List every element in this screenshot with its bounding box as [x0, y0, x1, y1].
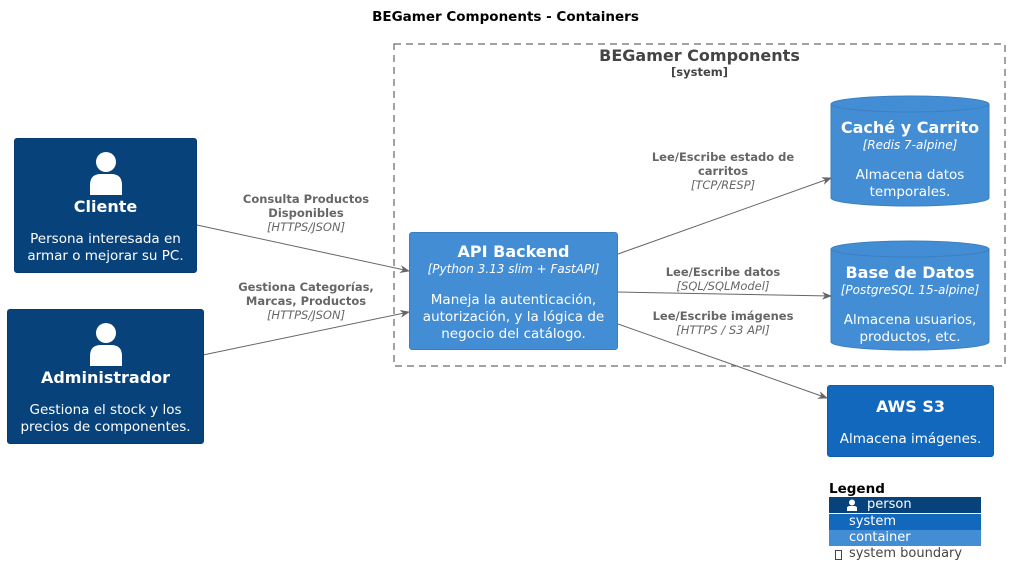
container-tech: [Python 3.13 slim + FastAPI] — [427, 262, 600, 276]
relation-arrow-api-s3 — [617, 323, 828, 399]
database-name: Caché y Carrito — [840, 118, 980, 137]
legend-item-system-boundary: system boundary — [829, 546, 981, 562]
container-name: API Backend — [457, 242, 570, 261]
legend-label: container — [849, 530, 911, 545]
relation-label-api-db: Lee/Escribe datos [SQL/SQLModel] — [633, 265, 813, 293]
database-tech: [PostgreSQL 15-alpine] — [840, 283, 980, 297]
database-cache[interactable]: Caché y Carrito [Redis 7-alpine] Almacen… — [831, 118, 989, 201]
person-desc-line: Gestiona el stock y los — [29, 402, 182, 418]
relation-label-line: Disponibles — [268, 206, 344, 220]
person-icon — [847, 499, 857, 511]
database-cache-shape — [830, 95, 990, 207]
person-desc-line: armar o mejorar su PC. — [27, 248, 184, 264]
container-desc-line: Maneja la autenticación, — [430, 292, 597, 308]
legend-item-system: system — [829, 514, 981, 530]
relation-label-line: Marcas, Productos — [245, 294, 367, 308]
legend-label: system — [849, 514, 896, 529]
legend-label: system boundary — [849, 546, 963, 561]
relation-arrow-cliente-api — [196, 224, 410, 274]
database-postgres[interactable]: Base de Datos [PostgreSQL 15-alpine] Alm… — [831, 263, 989, 346]
person-icon — [90, 152, 122, 195]
relation-tech: [HTTPS / S3 API] — [676, 323, 770, 337]
relation-tech: [HTTPS/JSON] — [266, 308, 346, 322]
relation-tech: [SQL/SQLModel] — [676, 279, 770, 293]
relation-label-api-s3: Lee/Escribe imágenes [HTTPS / S3 API] — [633, 309, 813, 337]
container-desc-line: negocio del catálogo. — [441, 326, 586, 342]
relation-tech: [TCP/RESP] — [690, 178, 756, 192]
legend-item-person: person — [829, 497, 981, 513]
relation-label-line: Lee/Escribe estado de — [651, 150, 795, 164]
relation-label-cliente-api: Consulta Productos Disponibles [HTTPS/JS… — [226, 192, 386, 234]
person-icon — [90, 323, 122, 366]
boundary-type: [system] — [671, 65, 728, 79]
relation-label-line: Gestiona Categorías, — [238, 280, 374, 294]
system-aws-s3[interactable]: AWS S3 Almacena imágenes. — [827, 385, 994, 457]
person-name: Administrador — [40, 368, 171, 387]
database-desc-line: Almacena usuarios, — [843, 312, 977, 328]
boundary-glyph-icon — [835, 550, 842, 560]
relation-label-line: Lee/Escribe imágenes — [652, 309, 794, 323]
person-desc-line: Persona interesada en — [30, 231, 181, 247]
relation-arrow-api-db — [617, 291, 832, 300]
person-cliente[interactable]: Cliente Persona interesada en armar o me… — [14, 138, 197, 273]
boundary-title: BEGamer Components — [599, 46, 800, 65]
container-desc-line: autorización, y la lógica de — [422, 309, 605, 325]
relation-label-line: carritos — [697, 164, 749, 178]
relation-label-api-cache: Lee/Escribe estado de carritos [TCP/RESP… — [633, 150, 813, 192]
container-api-backend[interactable]: API Backend [Python 3.13 slim + FastAPI]… — [409, 232, 618, 350]
legend-title: Legend — [829, 481, 885, 497]
database-desc-line: Almacena datos — [855, 167, 965, 183]
relation-label-line: Consulta Productos — [242, 192, 370, 206]
relation-label-admin-api: Gestiona Categorías, Marcas, Productos [… — [226, 280, 386, 322]
relation-tech: [HTTPS/JSON] — [266, 220, 346, 234]
relation-arrow-admin-api — [202, 309, 410, 356]
system-boundary — [393, 43, 1006, 367]
person-desc-line: precios de componentes. — [20, 419, 191, 435]
legend-label: person — [867, 497, 912, 512]
database-tech: [Redis 7-alpine] — [862, 138, 958, 152]
system-desc: Almacena imágenes. — [839, 431, 982, 447]
person-name: Cliente — [73, 197, 138, 216]
database-desc-line: temporales. — [869, 184, 951, 200]
diagram-title: BEGamer Components - Containers — [372, 9, 639, 25]
system-name: AWS S3 — [875, 397, 946, 416]
legend-item-container: container — [829, 530, 981, 546]
relation-label-line: Lee/Escribe datos — [665, 265, 781, 279]
person-administrador[interactable]: Administrador Gestiona el stock y los pr… — [7, 309, 204, 444]
database-desc-line: productos, etc. — [859, 329, 961, 345]
relation-arrow-api-cache — [617, 177, 832, 255]
database-name: Base de Datos — [845, 263, 975, 282]
database-db-shape — [830, 240, 990, 351]
